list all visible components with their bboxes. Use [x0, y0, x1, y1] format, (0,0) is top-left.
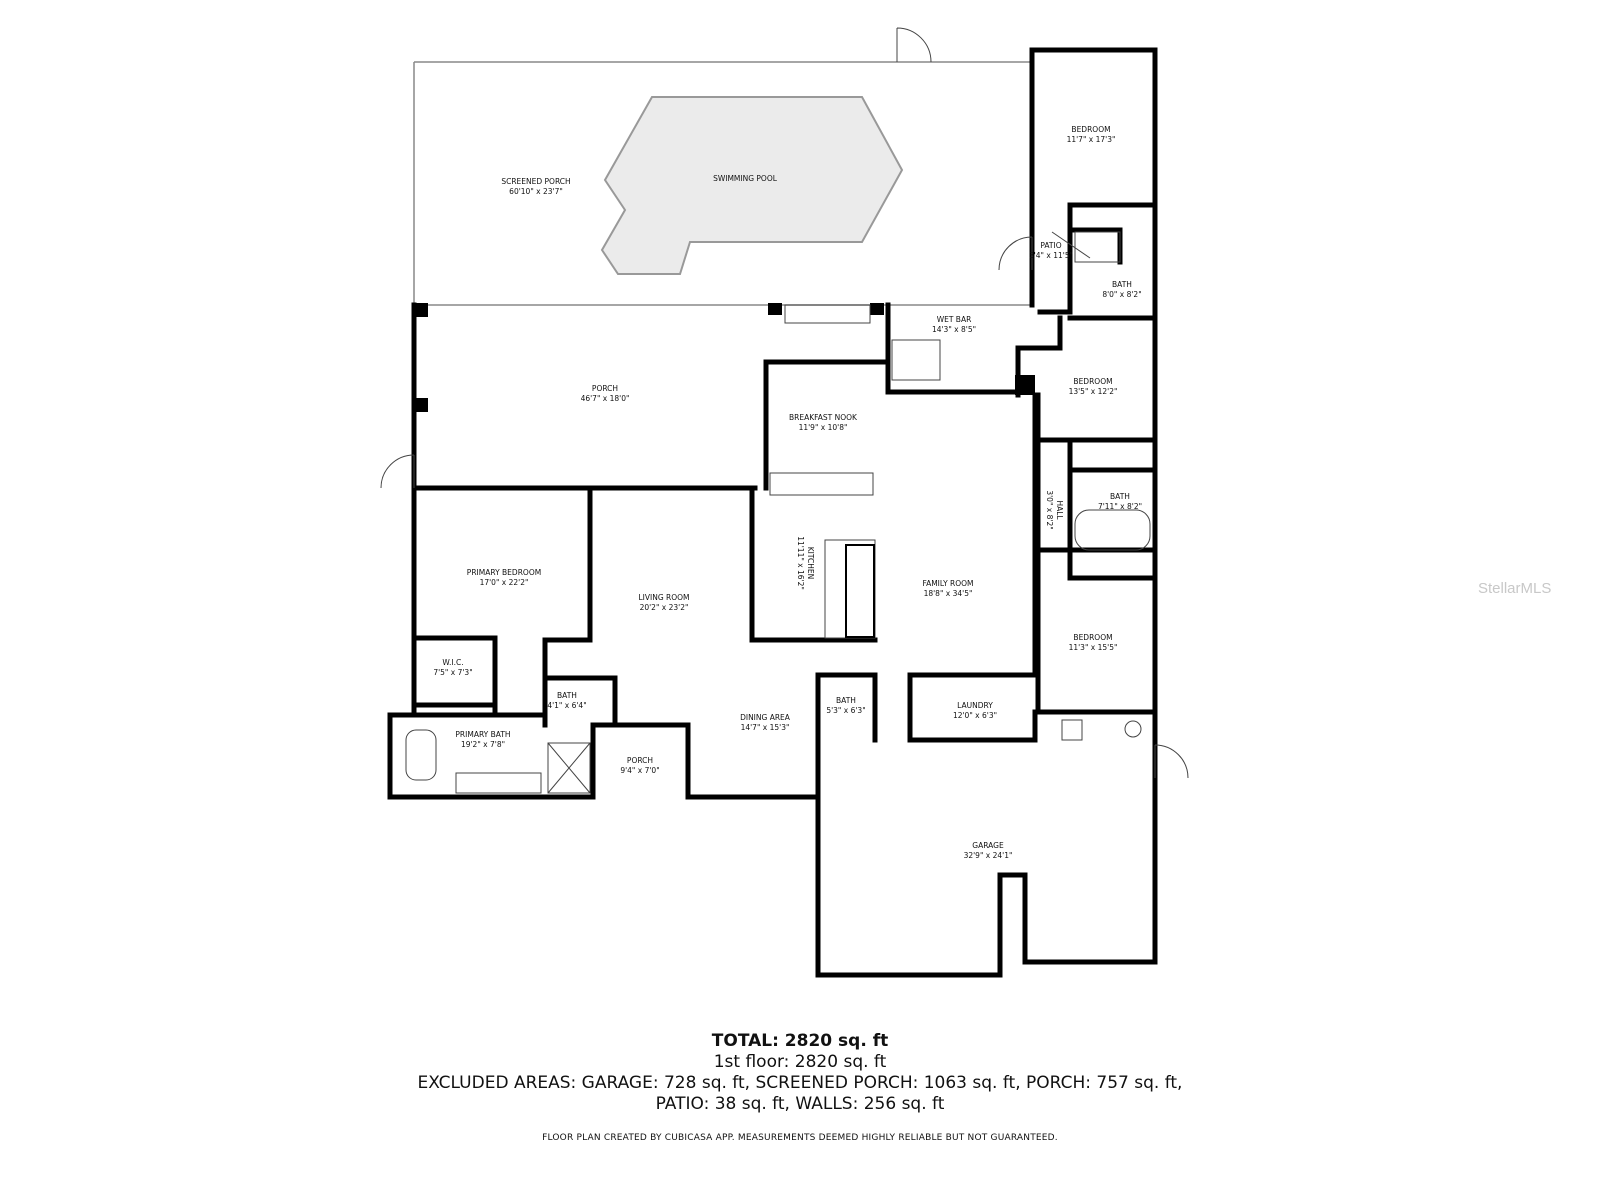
watermark: StellarMLS	[1478, 580, 1552, 597]
room-label: W.I.C.7'5" x 7'3"	[433, 658, 472, 677]
screened-porch-outline	[413, 61, 1032, 306]
swimming-pool	[600, 96, 904, 275]
fixtures	[380, 27, 1189, 794]
room-label: SWIMMING POOL	[713, 174, 778, 183]
walls	[387, 47, 1158, 978]
floor-area: 1st floor: 2820 sq. ft	[713, 1052, 887, 1072]
room-label: KITCHEN11'11" x 16'2"	[796, 536, 815, 590]
area-summary: TOTAL: 2820 sq. ft 1st floor: 2820 sq. f…	[0, 1030, 1600, 1143]
excluded-areas-line-2: PATIO: 38 sq. ft, WALLS: 256 sq. ft	[655, 1094, 945, 1114]
room-label: HALL3'0" x 8'2"	[1045, 490, 1064, 529]
disclaimer: FLOOR PLAN CREATED BY CUBICASA APP. MEAS…	[542, 1133, 1058, 1143]
total-area: TOTAL: 2820 sq. ft	[711, 1031, 889, 1051]
excluded-areas-line-1: EXCLUDED AREAS: GARAGE: 728 sq. ft, SCRE…	[417, 1073, 1183, 1093]
